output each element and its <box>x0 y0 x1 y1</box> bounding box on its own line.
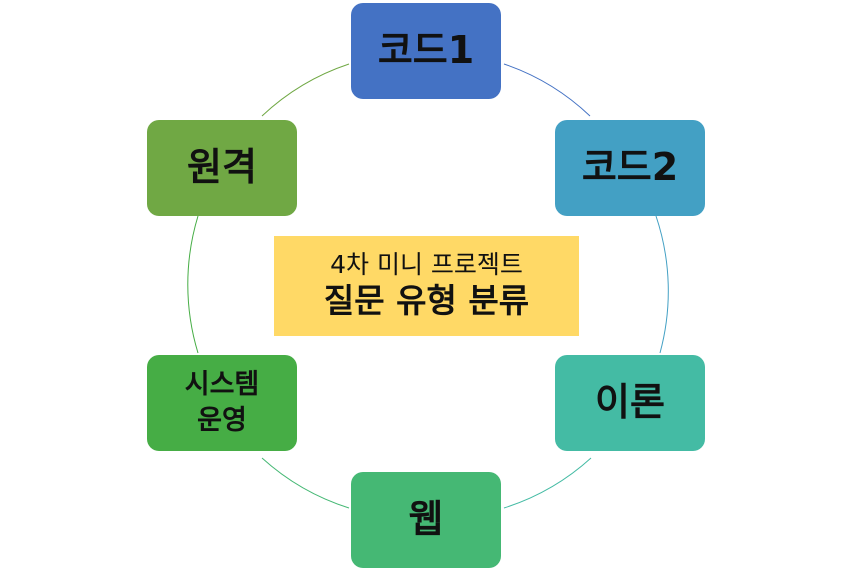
ring-arc-remote-code1 <box>261 63 350 117</box>
node-remote: 원격 <box>147 120 297 216</box>
center-subtitle: 4차 미니 프로젝트 <box>330 249 523 279</box>
center-title: 질문 유형 분류 <box>323 280 530 320</box>
node-code1: 코드1 <box>351 3 501 99</box>
ring-arc-sysops-remote <box>187 215 199 354</box>
node-code2: 코드2 <box>555 120 705 216</box>
node-theory: 이론 <box>555 355 705 451</box>
node-system-operation: 시스템 운영 <box>147 355 297 451</box>
ring-arc-web-sysops <box>261 457 350 509</box>
ring-arc-code2-theory <box>655 215 669 354</box>
ring-arc-code1-code2 <box>503 63 591 117</box>
center-title-box: 4차 미니 프로젝트 질문 유형 분류 <box>274 236 579 336</box>
ring-arc-theory-web <box>503 457 592 509</box>
node-web: 웹 <box>351 472 501 568</box>
